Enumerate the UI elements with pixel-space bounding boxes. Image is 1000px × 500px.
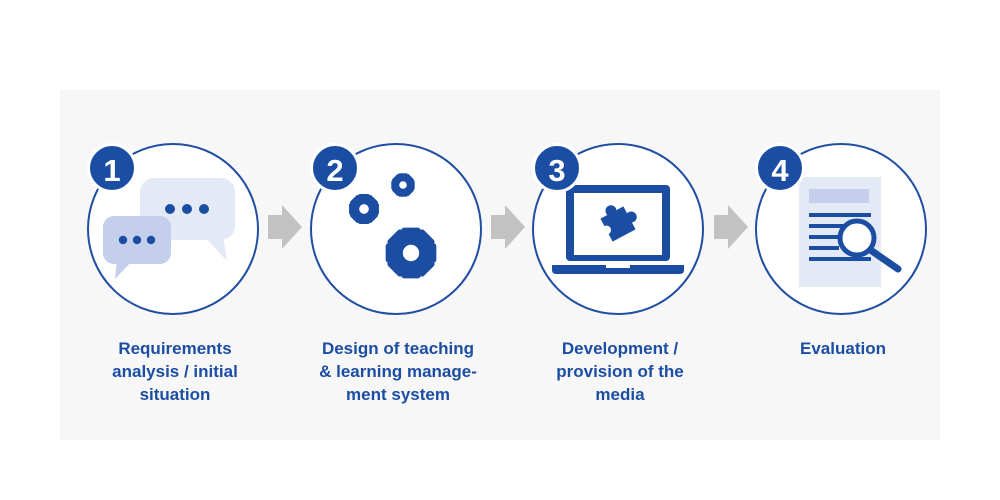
step-label: Development / provision of the media bbox=[556, 339, 684, 404]
step-number-badge: 3 bbox=[532, 143, 582, 193]
arrow-right-icon bbox=[714, 205, 748, 249]
laptop-puzzle-icon bbox=[552, 185, 684, 274]
chat-bubbles-icon bbox=[103, 178, 235, 279]
step-number-badge: 2 bbox=[310, 143, 360, 193]
step-3: 3 Development / provision of the media bbox=[530, 143, 710, 423]
document-magnifier-icon bbox=[799, 177, 902, 287]
step-label: Evaluation bbox=[800, 339, 886, 358]
step-4: 4 Evaluation bbox=[753, 143, 933, 423]
arrow-right-icon bbox=[491, 205, 525, 249]
step-number-badge: 4 bbox=[755, 143, 805, 193]
step-2: 2 Design of teaching & learning manage- … bbox=[308, 143, 488, 423]
step-1: 1 Requirements analysis / initial situat… bbox=[85, 143, 265, 423]
step-number-badge: 1 bbox=[87, 143, 137, 193]
step-label: Requirements analysis / initial situatio… bbox=[112, 339, 238, 404]
arrow-right-icon bbox=[268, 205, 302, 249]
step-label: Design of teaching & learning manage- me… bbox=[319, 339, 477, 404]
